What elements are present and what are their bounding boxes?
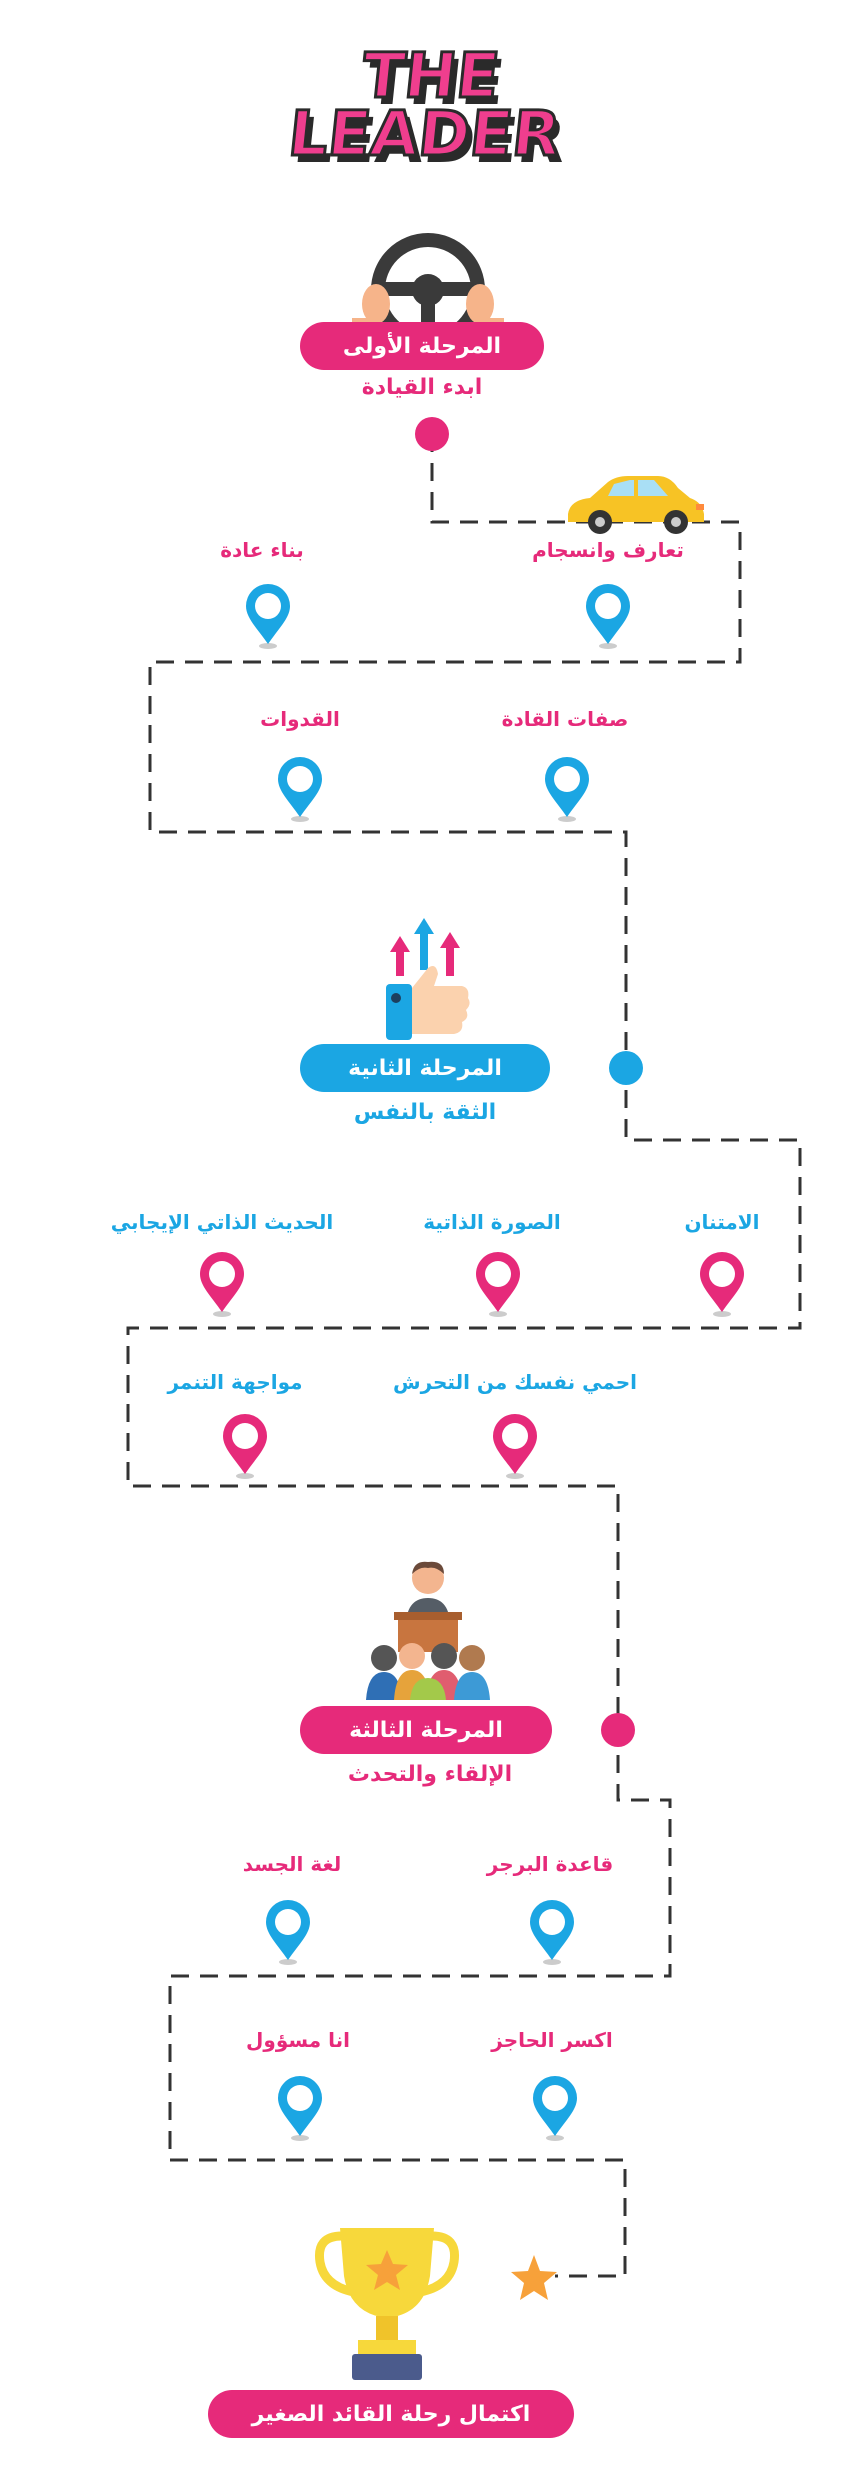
car-icon	[568, 476, 704, 534]
topic-label: صفات القادة	[501, 707, 629, 731]
logo-line2-shadow: LEADER	[290, 104, 569, 175]
trophy-icon	[314, 2228, 460, 2380]
map-pin-icon	[278, 757, 322, 822]
map-pin-icon	[545, 757, 589, 822]
stage3-subtitle: الإلقاء والتحدث	[347, 1762, 513, 1787]
topic-label: اكسر الحاجز	[491, 2028, 613, 2052]
stage3-pill: المرحلة الثالثة	[300, 1706, 552, 1754]
map-pin-icon	[476, 1252, 520, 1317]
topic-label: تعارف وانسجام	[532, 538, 684, 562]
stage1-subtitle: ابدء القيادة	[361, 375, 483, 400]
topic-label: احمي نفسك من التحرش	[392, 1370, 638, 1394]
map-pin-icon	[533, 2076, 577, 2141]
the-leader-logo: THE THE LEADER LEADER	[284, 38, 570, 175]
map-pin-icon	[266, 1900, 310, 1965]
stage2-pill: المرحلة الثانية	[300, 1044, 550, 1092]
topic-label: قاعدة البرجر	[486, 1852, 614, 1876]
topic-label: انا مسؤول	[246, 2028, 350, 2052]
speaker-audience-icon	[366, 1561, 490, 1700]
logo-line1-shadow: THE	[364, 46, 508, 119]
map-pin-icon	[200, 1252, 244, 1317]
map-pin-icon	[246, 584, 290, 649]
map-pin-icon	[530, 1900, 574, 1965]
finish-pill: اكتمال رحلة القائد الصغير	[208, 2390, 574, 2438]
map-pin-icon	[278, 2076, 322, 2141]
topic-label: القدوات	[260, 707, 340, 731]
topic-label: الامتنان	[684, 1210, 760, 1234]
stage3-dot	[601, 1713, 635, 1747]
stage2-dot	[609, 1051, 643, 1085]
map-pin-icon	[586, 584, 630, 649]
topic-label: بناء عادة	[220, 538, 304, 562]
topic-label: الحديث الذاتي الإيجابي	[110, 1210, 334, 1234]
topic-label: الصورة الذاتية	[423, 1210, 561, 1234]
map-pin-icon	[700, 1252, 744, 1317]
thumbs-up-arrows-icon	[386, 918, 470, 1040]
stage1-pill: المرحلة الأولى	[300, 322, 544, 370]
stage1-dot	[415, 417, 449, 451]
topic-label: مواجهة التنمر	[167, 1370, 303, 1394]
stage2-subtitle: الثقة بالنفس	[353, 1100, 497, 1125]
star-icon	[511, 2255, 557, 2300]
logo-line2: LEADER	[285, 97, 564, 170]
logo-line1: THE	[359, 39, 503, 112]
map-pin-icon	[223, 1414, 267, 1479]
topic-label: لغة الجسد	[242, 1852, 342, 1876]
map-pin-icon	[493, 1414, 537, 1479]
